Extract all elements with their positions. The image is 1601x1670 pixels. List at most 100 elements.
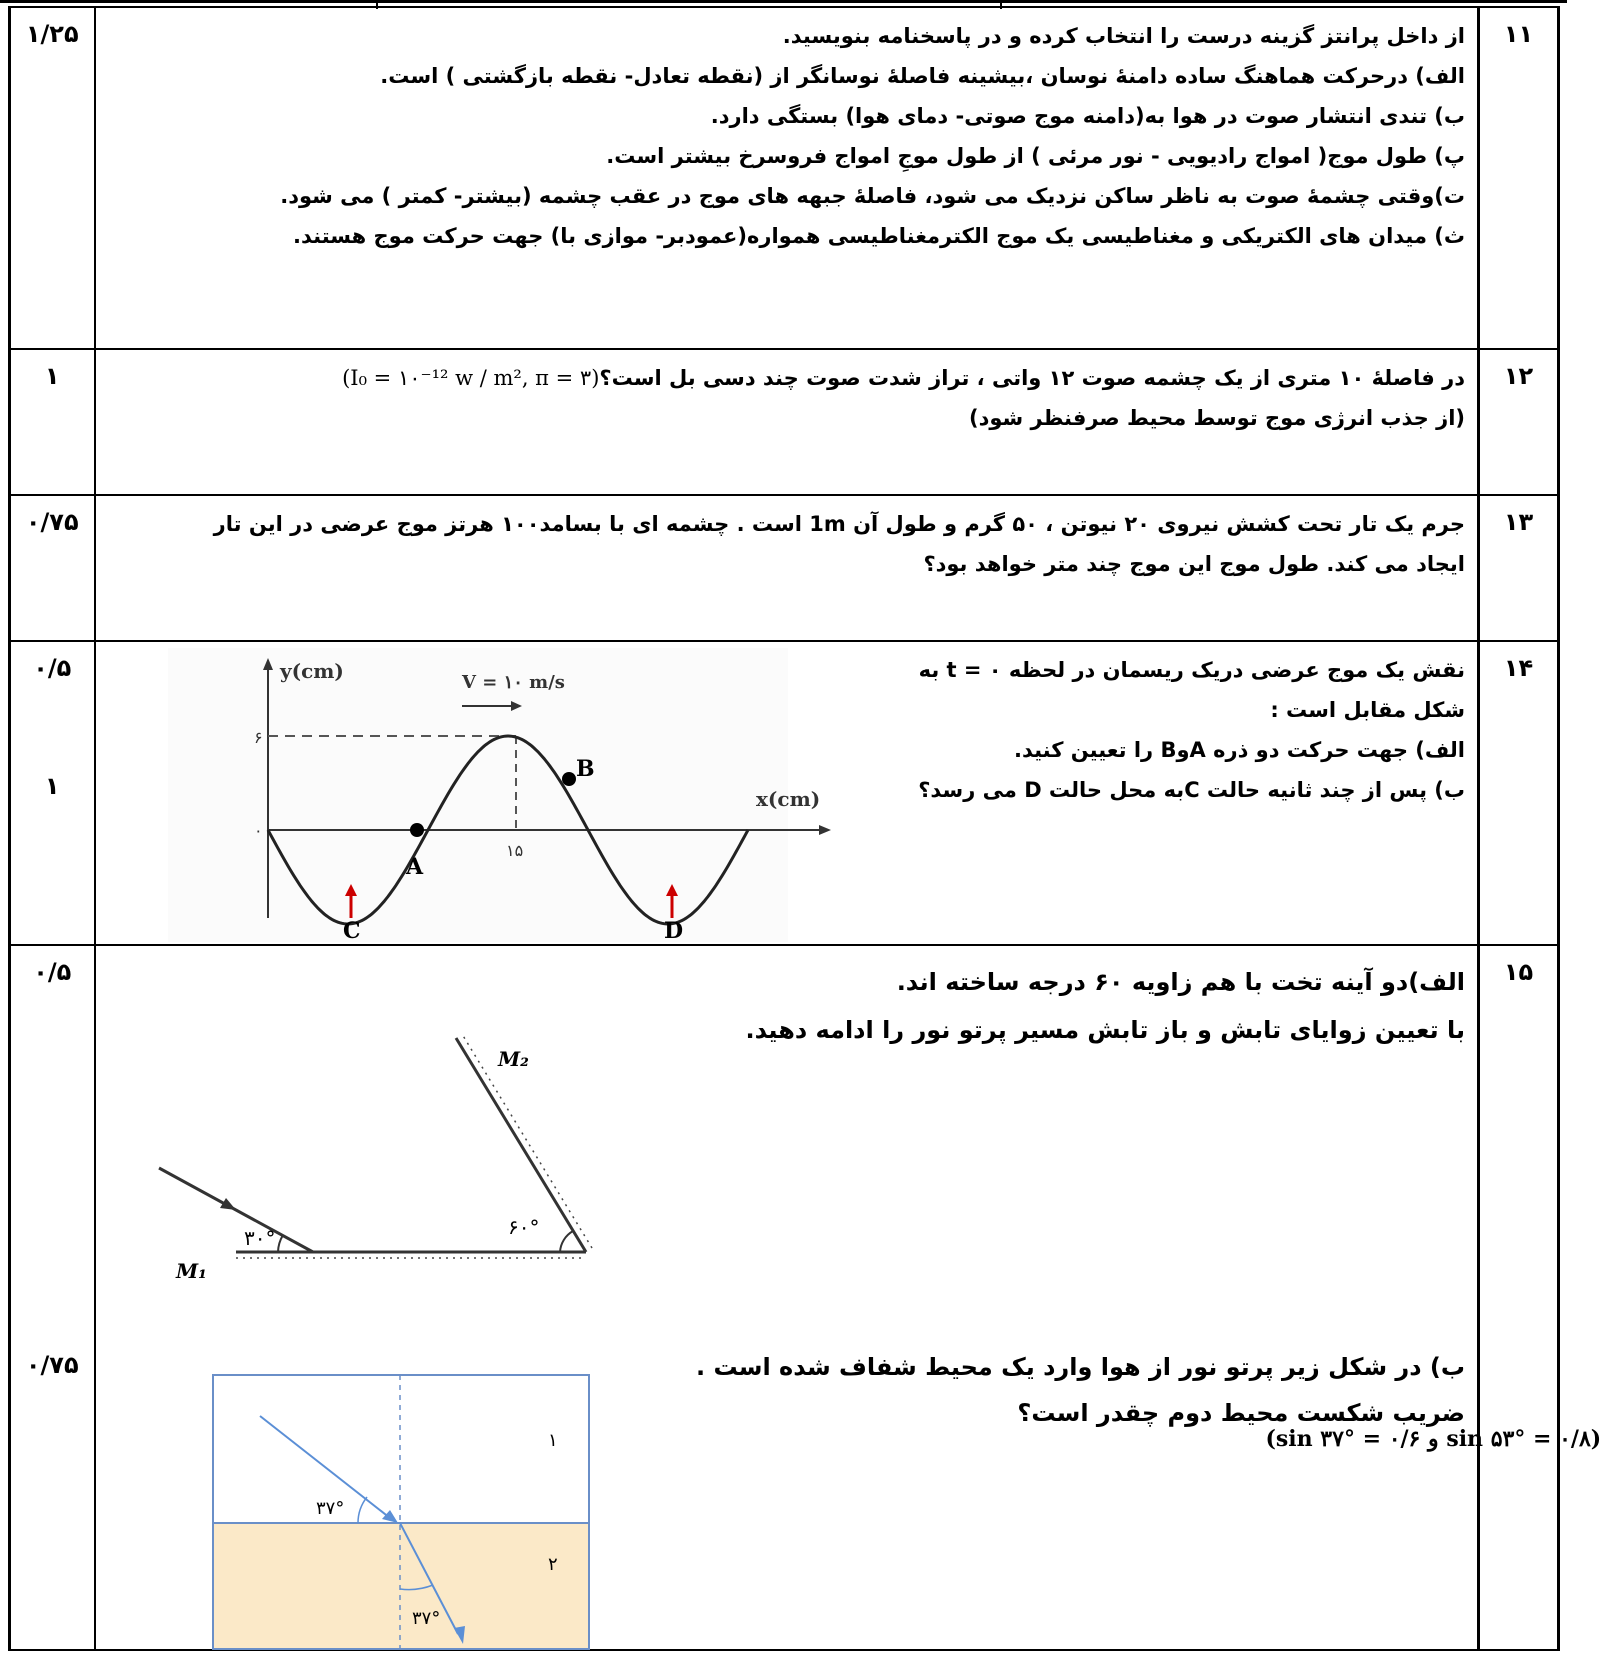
exam-table: ۱/۲۵ از داخل پرانتز گزینه درست را انتخاب… (8, 6, 1601, 1651)
question-line: شکل مقابل است : (1270, 698, 1465, 722)
question-number: ۱۱ (1477, 6, 1560, 350)
point-a-dot (409, 823, 424, 837)
question-number: ۱۵ (1477, 944, 1560, 1651)
angle-30-arc (276, 1234, 284, 1253)
score-value: ۱ (44, 362, 60, 390)
question-line-text: در فاصلۀ ۱۰ متری از یک چشمه صوت ۱۲ واتی … (599, 366, 1465, 390)
point-d-arrowhead (665, 884, 678, 896)
question-line: از داخل پرانتز گزینه درست را انتخاب کرده… (782, 24, 1465, 48)
angle-60-arc (558, 1230, 574, 1253)
score-value: ۰/۵ (33, 958, 72, 986)
medium-1-label: ۱ (548, 1430, 558, 1451)
question-line: جرم یک تار تحت کشش نیروی ۲۰ نیوتن ، ۵۰ گ… (213, 512, 1465, 536)
incident-ray-arrow (219, 1198, 236, 1210)
question-text: در فاصلۀ ۱۰ متری از یک چشمه صوت ۱۲ واتی … (96, 350, 1478, 438)
score-value: ۰/۵ (33, 654, 72, 682)
question-line: ایجاد می کند. طول موج این موج چند متر خو… (923, 552, 1465, 576)
score-cell: ۱ (8, 348, 96, 496)
intensity-formula: (I₀ = ۱۰⁻¹² w / m², π = ۳) (342, 366, 600, 390)
refracted-arrowhead (453, 1626, 465, 1644)
question-content: نقش یک موج عرضی دریک ریسمان در لحظه t = … (93, 640, 1480, 946)
question-line: پ) طول موج( امواج رادیویی - نور مرئی ) ا… (606, 144, 1465, 168)
refracted-angle-label: ۳۷° (412, 1608, 440, 1629)
refraction-figure: ۳۷° ۳۷° ۱ ۲ (211, 1374, 590, 1650)
origin-tick: ۰ (254, 821, 263, 840)
velocity-label: V = ۱۰ m/s (461, 672, 565, 693)
sin-formula: (sin ۳۷° = ۰/۶ و sin ۵۳° = ۰/۸) (1265, 1426, 1601, 1452)
incident-angle-label: ۳۷° (316, 1498, 344, 1519)
question-number: ۱۳ (1477, 494, 1560, 642)
medium-2 (211, 1522, 590, 1650)
point-a-label: A (405, 854, 424, 880)
question-content: از داخل پرانتز گزینه درست را انتخاب کرده… (93, 6, 1480, 350)
refracted-angle-arc (399, 1584, 433, 1591)
angle-30-label: ۳۰° (244, 1226, 275, 1250)
score-cell: ۰/۵ ۰/۷۵ (8, 944, 96, 1651)
figure-background (167, 648, 788, 942)
point-b-label: B (576, 756, 595, 782)
point-c-label: C (343, 918, 361, 944)
question-line: ب) تندی انتشار صوت در هوا به(دامنه موج ص… (710, 104, 1465, 128)
score-cell: ۱/۲۵ (8, 6, 96, 350)
score-value: ۰/۷۵ (25, 508, 79, 536)
medium-1 (211, 1374, 590, 1524)
mirror-m1-label: M₁ (175, 1259, 207, 1283)
refracted-ray (398, 1522, 459, 1635)
column-divider (1000, 3, 1002, 9)
question-text: جرم یک تار تحت کشش نیروی ۲۰ نیوتن ، ۵۰ گ… (96, 496, 1478, 584)
question-line: الف)دو آینه تخت با هم زاویه ۶۰ درجه ساخت… (896, 968, 1465, 996)
x-axis-arrow (818, 825, 831, 835)
score-value: ۰/۷۵ (25, 1351, 79, 1379)
score-cell: ۰/۷۵ (8, 494, 96, 642)
incident-arrowhead (381, 1510, 398, 1523)
question-part-a: الف)دو آینه تخت با هم زاویه ۶۰ درجه ساخت… (745, 950, 1477, 1054)
mirror-m2-label: M₂ (497, 1047, 529, 1071)
wave-curve (266, 734, 749, 926)
question-line: الف) درحرکت هماهنگ ساده دامنۀ نوسان ،بیش… (380, 64, 1465, 88)
question-row-11: ۱/۲۵ از داخل پرانتز گزینه درست را انتخاب… (8, 6, 1560, 350)
mirror-figure: ۳۰° ۶۰° M₁ M₂ (157, 1033, 593, 1283)
x-tick-15: ۱۵ (506, 841, 523, 860)
incident-angle-arc (356, 1496, 368, 1524)
question-content: در فاصلۀ ۱۰ متری از یک چشمه صوت ۱۲ واتی … (93, 348, 1480, 496)
question-content: الف)دو آینه تخت با هم زاویه ۶۰ درجه ساخت… (93, 944, 1601, 1651)
column-divider (376, 3, 378, 9)
question-row-12: ۱ در فاصلۀ ۱۰ متری از یک چشمه صوت ۱۲ وات… (8, 348, 1560, 496)
score-cell: ۰/۵ ۱ (8, 640, 96, 946)
question-line: ب) در شکل زیر پرتو نور از هوا وارد یک مح… (695, 1353, 1465, 1381)
angle-60-label: ۶۰° (508, 1215, 539, 1239)
question-line: الف) جهت حرکت دو ذره AوB را تعیین کنید. (1013, 738, 1465, 762)
point-c-arrowhead (344, 884, 357, 896)
question-line: ث) میدان های الکتریکی و مغناطیسی یک موج … (293, 224, 1465, 248)
question-row-14: ۰/۵ ۱ نقش یک موج عرضی دریک ریسمان در لحظ… (8, 640, 1560, 946)
y-axis-label: y(cm) (279, 659, 344, 683)
question-line: با تعیین زوایای تابش و باز تابش مسیر پرت… (745, 1016, 1465, 1044)
point-d-label: D (664, 918, 683, 944)
score-value: ۱ (44, 772, 60, 800)
question-part-b: ب) در شکل زیر پرتو نور از هوا وارد یک مح… (696, 1336, 1477, 1436)
question-line: ضریب شکست محیط دوم چقدر است؟ (1017, 1399, 1465, 1427)
point-b-dot (561, 772, 576, 786)
medium-2-label: ۲ (548, 1554, 558, 1575)
question-content: جرم یک تار تحت کشش نیروی ۲۰ نیوتن ، ۵۰ گ… (93, 494, 1480, 642)
wave-figure: y(cm) x(cm) V = ۱۰ m/s ۶ ۰ ۱۵ A B (167, 648, 831, 944)
velocity-arrowhead (510, 701, 522, 711)
amplitude-tick: ۶ (254, 728, 263, 747)
question-line: ب) پس از چند ثانیه حالت Cبه محل حالت D م… (918, 778, 1465, 802)
score-value: ۱/۲۵ (25, 20, 79, 48)
question-line: نقش یک موج عرضی دریک ریسمان در لحظه t = … (918, 658, 1465, 682)
question-number: ۱۲ (1477, 348, 1560, 496)
question-text: نقش یک موج عرضی دریک ریسمان در لحظه t = … (857, 642, 1477, 810)
question-number: ۱۴ (1477, 640, 1560, 946)
top-border (0, 0, 1567, 9)
question-line: در فاصلۀ ۱۰ متری از یک چشمه صوت ۱۲ واتی … (96, 358, 1465, 398)
y-axis-arrow (262, 658, 273, 670)
question-row-13: ۰/۷۵ جرم یک تار تحت کشش نیروی ۲۰ نیوتن ،… (8, 494, 1560, 642)
x-axis-label: x(cm) (756, 787, 820, 811)
mirror-m2 (454, 1037, 587, 1253)
question-text: از داخل پرانتز گزینه درست را انتخاب کرده… (96, 8, 1478, 256)
question-row-15: ۰/۵ ۰/۷۵ الف)دو آینه تخت با هم زاویه ۶۰ … (8, 944, 1601, 1651)
question-line: ت)وقتی چشمۀ صوت به ناظر ساکن نزدیک می شو… (280, 184, 1465, 208)
question-line: (از جذب انرژی موج توسط محیط صرفنظر شود) (969, 406, 1465, 430)
